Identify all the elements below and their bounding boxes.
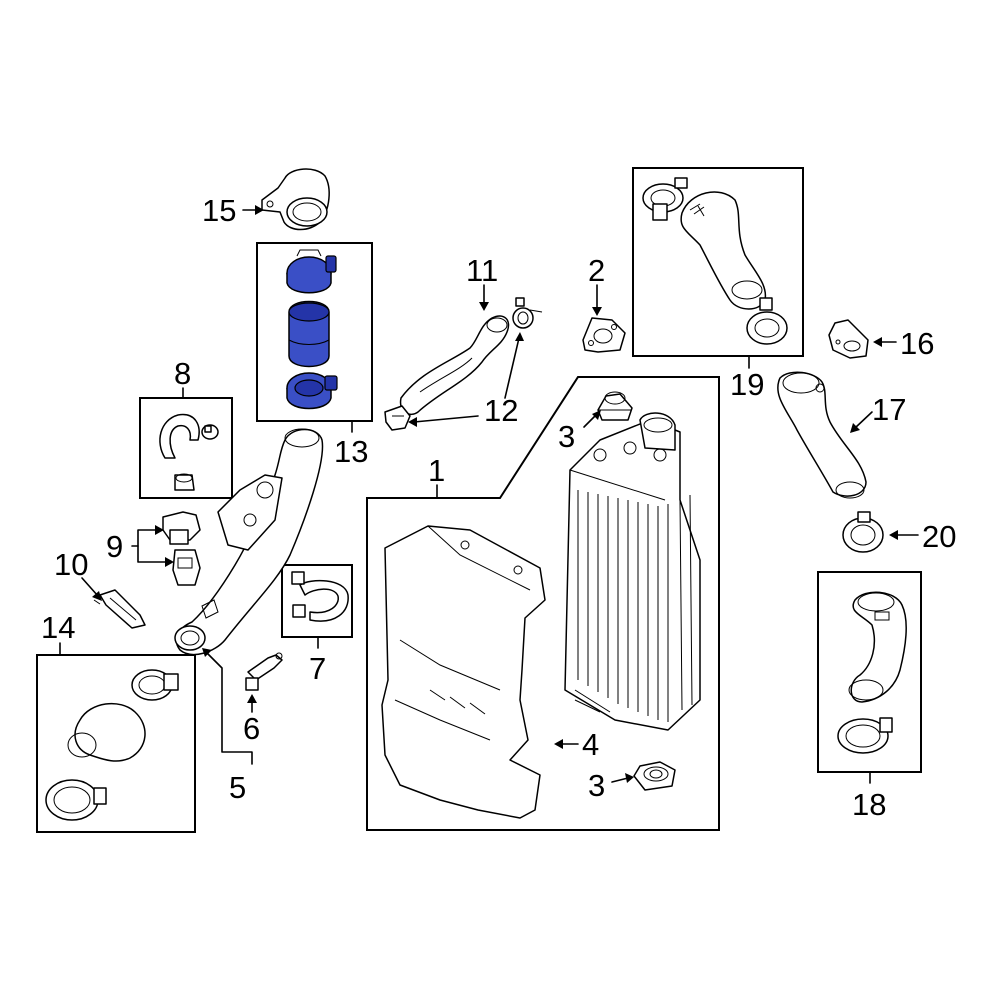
- part-12-clamp-lower[interactable]: [384, 405, 411, 431]
- box-7: [281, 564, 353, 638]
- part-12-clamp-upper[interactable]: [512, 297, 543, 329]
- callout-labels: 15 13 11 12 2 19 16 17 20 18 1 3 3 4 8 9…: [41, 193, 956, 822]
- part-8-hose-kit[interactable]: [159, 413, 219, 491]
- part-5-charge-pipe[interactable]: [174, 428, 324, 656]
- part-19-clamp-top: [642, 177, 688, 221]
- callout-15: 15: [202, 193, 236, 228]
- callout-18: 18: [852, 787, 886, 822]
- callout-5: 5: [229, 770, 246, 805]
- part-15-outlet[interactable]: [261, 168, 330, 231]
- part-19-clamp-bottom: [746, 297, 788, 345]
- part-3-mount-lower[interactable]: [633, 761, 676, 791]
- part-10-sensor[interactable]: [93, 589, 146, 629]
- callout-14: 14: [41, 610, 75, 645]
- callout-20: 20: [922, 519, 956, 554]
- box-1: [366, 376, 720, 831]
- callout-4: 4: [582, 727, 599, 762]
- callout-2: 2: [588, 253, 605, 288]
- callout-12: 12: [484, 393, 518, 428]
- box-14: [36, 654, 196, 833]
- callout-8: 8: [174, 356, 191, 391]
- part-6-sensor[interactable]: [245, 652, 283, 691]
- part-13-lower-clamp: [286, 372, 338, 410]
- part-17-pipe[interactable]: [777, 371, 867, 499]
- part-1-intercooler[interactable]: [564, 412, 701, 731]
- part-4-air-duct[interactable]: [381, 525, 546, 819]
- part-13-hose-sleeve: [288, 300, 330, 368]
- part-18-clamp: [837, 717, 893, 754]
- box-8: [139, 397, 233, 499]
- leader-lines: [59, 205, 919, 784]
- part-13-hose-kit[interactable]: [286, 249, 338, 410]
- callout-6: 6: [243, 711, 260, 746]
- callout-17: 17: [872, 392, 906, 427]
- part-20-clamp[interactable]: [842, 511, 884, 553]
- callout-1: 1: [428, 453, 445, 488]
- callout-16: 16: [900, 326, 934, 361]
- part-16-sensor[interactable]: [828, 319, 869, 359]
- part-9-valve[interactable]: [162, 511, 201, 586]
- box-13: [256, 242, 373, 422]
- box-19: [632, 167, 804, 357]
- part-13-upper-clamp: [286, 249, 337, 294]
- part-19-hose-assembly[interactable]: [642, 177, 788, 345]
- part-2-bracket[interactable]: [582, 317, 626, 353]
- callout-19: 19: [730, 367, 764, 402]
- callout-9: 9: [106, 529, 123, 564]
- part-7-hose-kit[interactable]: [291, 571, 349, 622]
- part-14-elbow-kit[interactable]: [45, 669, 179, 821]
- callout-11: 11: [466, 253, 498, 288]
- callout-7: 7: [309, 651, 326, 686]
- callout-3-lower: 3: [588, 768, 605, 803]
- callout-3-upper: 3: [558, 419, 575, 454]
- callout-10: 10: [54, 547, 88, 582]
- part-11-hose[interactable]: [399, 315, 510, 416]
- part-18-hose-assembly[interactable]: [837, 591, 907, 754]
- callout-13: 13: [334, 434, 368, 469]
- part-3-mount-upper[interactable]: [597, 391, 633, 421]
